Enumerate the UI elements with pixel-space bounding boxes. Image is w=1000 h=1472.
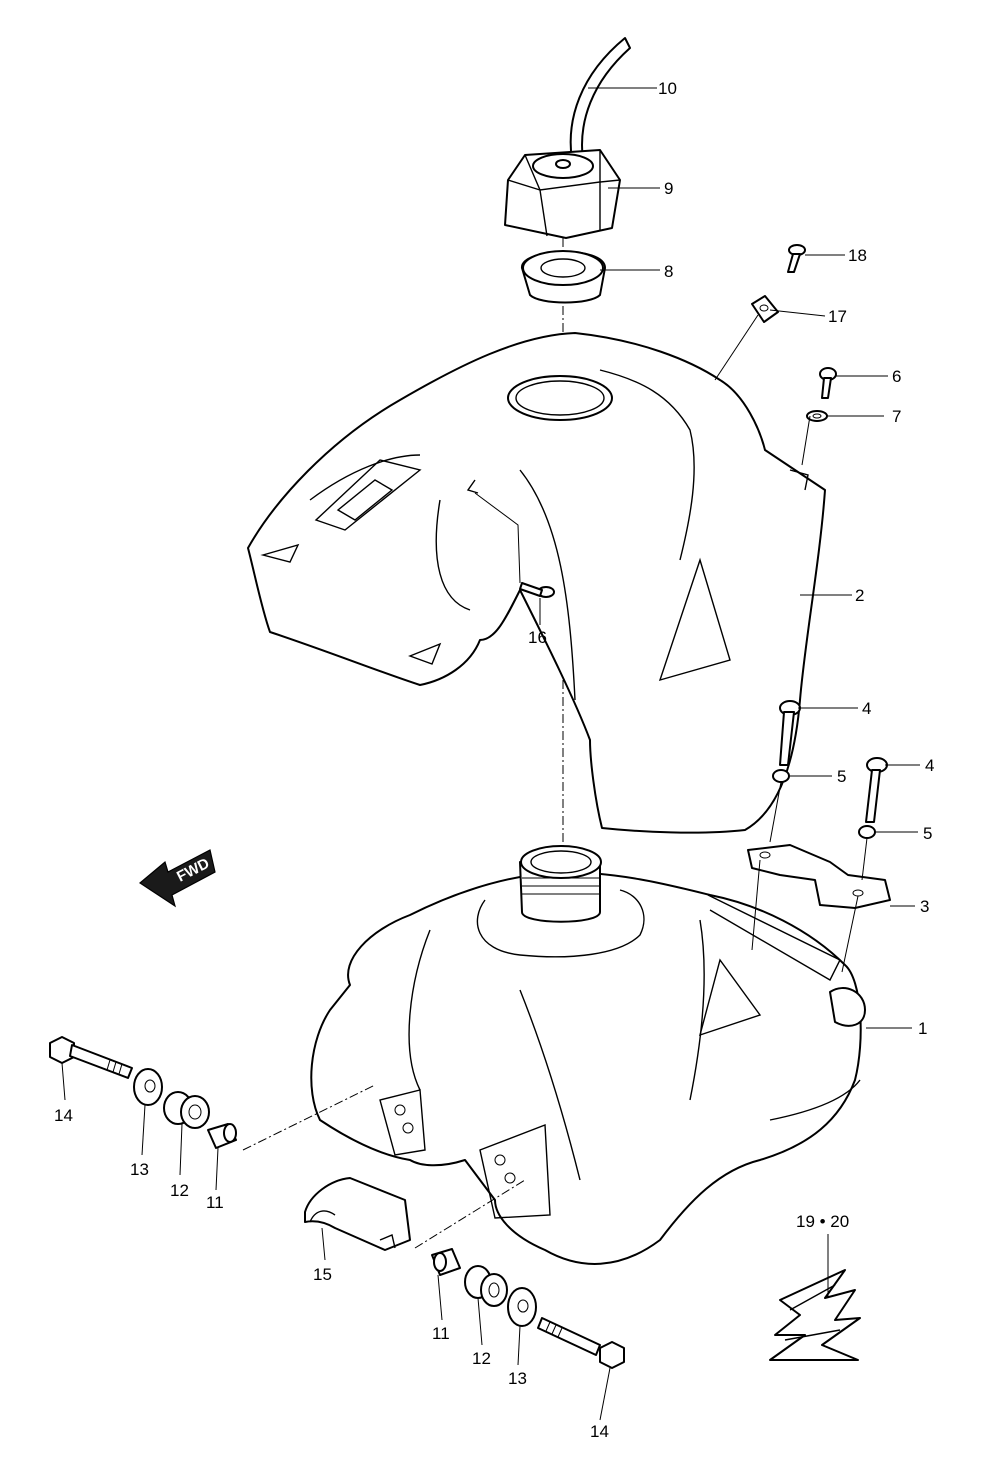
collar-11-lower [431,1248,461,1276]
callout-7: 7 [892,407,901,426]
nut-lower [858,825,876,839]
callout-17: 17 [828,307,847,326]
grommet-12-lower [464,1265,508,1307]
callout-4-upper: 4 [862,699,871,718]
callout-18: 18 [848,246,867,265]
tank-cover-shroud [247,332,826,834]
nut-upper [772,769,790,783]
bolt-14-left [49,1036,133,1079]
grommet-12-left [163,1091,210,1129]
callout-5-upper: 5 [837,767,846,786]
callout-11-left: 11 [206,1193,224,1212]
callout-12-left: 12 [170,1181,189,1200]
decal-emblem [769,1269,861,1361]
callout-16: 16 [528,628,547,647]
callout-14-lower: 14 [590,1422,609,1441]
mounting-bracket [747,844,891,909]
mount-axis-left [242,1084,376,1151]
callout-13-left: 13 [130,1160,149,1179]
callout-6: 6 [892,367,901,386]
callout-5-lower: 5 [923,824,932,843]
screw-6 [819,367,837,399]
cushion-15 [304,1177,411,1251]
forward-direction-arrow: FWD [138,849,216,908]
screw-18 [787,244,806,273]
callout-19-20: 19 • 20 [796,1212,849,1231]
washer-13-lower [507,1287,537,1327]
screw-16 [519,582,555,598]
callout-13-lower: 13 [508,1369,527,1388]
fuel-tank [310,845,866,1265]
breather-hose [569,37,631,161]
callout-3: 3 [920,897,929,916]
bolt-14-lower [537,1317,625,1369]
callout-10: 10 [658,79,677,98]
callout-labels: 10 9 8 18 17 6 7 2 4 5 4 5 3 1 16 14 13 … [54,79,934,1441]
callout-2: 2 [855,586,864,605]
collar-11-left [207,1123,237,1149]
callout-14-left: 14 [54,1106,73,1125]
bolt-upper [779,700,801,766]
callout-1: 1 [918,1019,927,1038]
callout-11-lower: 11 [432,1324,450,1343]
washer-13-left [133,1068,163,1106]
filler-neck-ring [520,250,606,304]
callout-4-lower: 4 [925,756,934,775]
callout-9: 9 [664,179,673,198]
callout-8: 8 [664,262,673,281]
callout-15: 15 [313,1265,332,1284]
bolt-lower [865,757,888,823]
leader-lines [61,87,920,1421]
clip-nut-17 [751,295,779,323]
mount-axis-lower [414,1179,526,1249]
callout-12-lower: 12 [472,1349,491,1368]
fuel-cap [504,149,621,239]
